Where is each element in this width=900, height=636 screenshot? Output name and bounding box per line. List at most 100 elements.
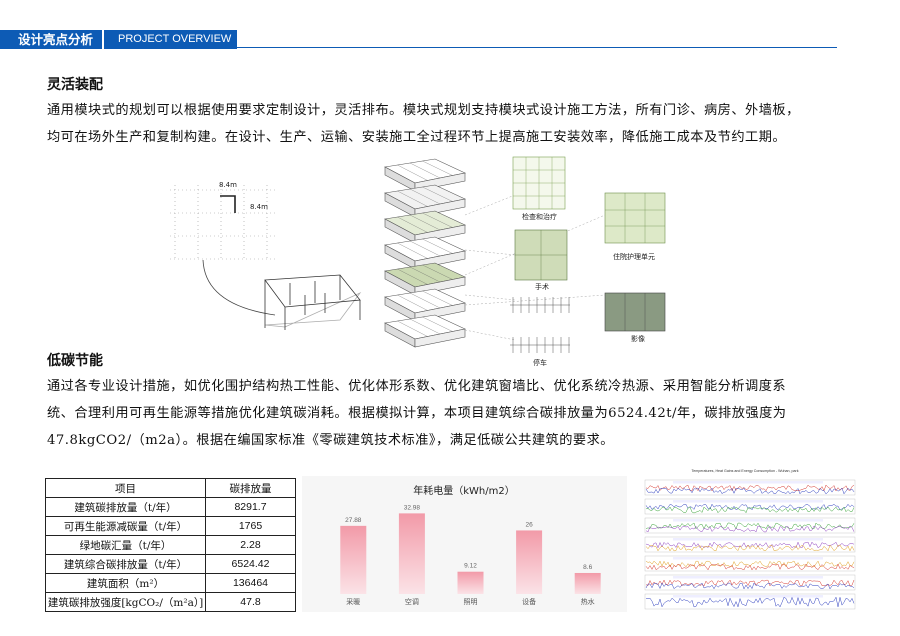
module-bracket (220, 195, 236, 213)
table-cell: 建筑碳排放强度[kgCO₂/（m²a）] (45, 592, 206, 612)
energy-panel (644, 555, 856, 572)
grid-plan (170, 185, 275, 260)
bar (516, 530, 543, 594)
energy-chart-title: Temperatures, Heat Gains and Energy Cons… (691, 469, 798, 473)
table-row: 建筑碳排放强度[kgCO₂/（m²a）]47.8 (45, 592, 296, 612)
label-imaging: 影像 (631, 334, 645, 343)
floor-side (414, 328, 466, 348)
category-label: 采暖 (346, 597, 360, 606)
header-title-cn: 设计亮点分析 (0, 30, 102, 49)
partition-line (409, 214, 441, 231)
paragraph-line: 通用模块式的规划可以根据使用要求定制设计，灵活排布。模块式规划支持模块式设计施工… (47, 103, 800, 118)
plan-exam-treatment: 检查和治疗 (512, 156, 566, 221)
energy-panel (644, 536, 856, 553)
table-cell: 1765 (205, 516, 296, 536)
energy-series-line (645, 544, 855, 552)
partition-line (422, 264, 453, 280)
dimension-vertical: 8.4m (250, 203, 268, 211)
energy-panel-legend (673, 576, 823, 579)
modular-assembly-figure: 8.4m 8.4m 检查和治疗 (170, 156, 666, 367)
carbon-emission-table: 项目 碳排放量 建筑碳排放量（t/年）8291.7 可再生能源减碳量（t/年）1… (45, 478, 296, 612)
energy-series-line (645, 582, 855, 590)
partition-line (409, 318, 441, 335)
category-label: 设备 (522, 597, 536, 606)
section-title-flexible-assembly: 灵活装配 (47, 77, 103, 93)
energy-panel-legend (673, 519, 823, 522)
partition-line (422, 186, 453, 202)
energy-simulation-chart: Temperatures, Heat Gains and Energy Cons… (633, 466, 857, 616)
plan-imaging: 影像 (604, 292, 666, 343)
plan-inpatient-ward: 住院护理单元 (604, 192, 666, 261)
bar (574, 572, 601, 594)
energy-panel-legend (673, 538, 823, 541)
table-cell: 6524.42 (205, 554, 296, 574)
label-exam-treatment: 检查和治疗 (522, 212, 557, 221)
table-row: 可再生能源减碳量（t/年）1765 (45, 516, 296, 536)
partition-line (397, 268, 428, 285)
partition-line (397, 320, 428, 337)
plan-surgery: 手术 (514, 229, 568, 291)
partition-line (397, 216, 428, 233)
energy-series-line (645, 560, 855, 568)
energy-series-line (645, 525, 855, 533)
page-header: 设计亮点分析 PROJECT OVERVIEW (0, 30, 837, 49)
table-header-row: 项目 碳排放量 (45, 478, 296, 498)
paragraph-line: 通过各专业设计措施，如优化围护结构热工性能、优化体形系数、优化建筑窗墙比、优化系… (47, 379, 787, 394)
plan-parking: 停车 (510, 297, 570, 367)
paragraph-line: 均可在场外生产和复制构建。在设计、生产、运输、安装施工全过程环节上提高施工安装效… (47, 130, 787, 145)
energy-panel-legend (673, 557, 823, 560)
energy-panel-legend (673, 481, 823, 484)
partition-line (397, 190, 428, 207)
header-rule (237, 47, 837, 48)
paragraph-line: 47.8kgCO2/（m2a）。根据在编国家标准《零碳建筑技术标准》，满足低碳公… (47, 433, 614, 448)
energy-series-line (645, 596, 855, 608)
section-paragraph-flexible-assembly: 通用模块式的规划可以根据使用要求定制设计，灵活排布。模块式规划支持模块式设计施工… (47, 97, 867, 151)
table-header-item: 项目 (45, 478, 206, 498)
energy-series-line (645, 563, 855, 571)
bar-value-label: 26 (525, 521, 533, 528)
paragraph-line: 统、合理利用可再生能源等措施优化建筑碳消耗。根据模拟计算，本项目建筑综合碳排放量… (47, 406, 787, 421)
section-title-low-carbon: 低碳节能 (47, 353, 103, 369)
dimension-horizontal: 8.4m (219, 181, 237, 189)
energy-series-line (645, 522, 855, 530)
partition-line (409, 292, 441, 309)
label-parking: 停车 (533, 358, 547, 367)
partition-line (422, 290, 453, 306)
energy-series-line (645, 487, 855, 495)
table-cell: 建筑面积（m²） (45, 573, 206, 593)
table-cell: 47.8 (205, 592, 296, 612)
table-cell: 建筑碳排放量（t/年） (45, 497, 206, 517)
table-row: 建筑综合碳排放量（t/年）6524.42 (45, 554, 296, 574)
table-header-value: 碳排放量 (205, 478, 296, 498)
bar-value-label: 32.98 (404, 504, 421, 511)
bar (340, 525, 367, 594)
partition-line (422, 212, 453, 228)
partition-line (409, 188, 441, 205)
category-label: 照明 (464, 598, 478, 606)
partition-line (397, 164, 428, 181)
partition-line (397, 294, 428, 311)
bar (398, 513, 425, 594)
energy-series-line (645, 503, 855, 511)
label-inpatient-ward: 住院护理单元 (613, 252, 655, 261)
partition-line (409, 162, 441, 179)
table-cell: 2.28 (205, 535, 296, 555)
partition-line (422, 238, 453, 254)
partition-line (409, 240, 441, 257)
exploded-floor-stack (384, 158, 466, 348)
partition-line (397, 242, 428, 259)
energy-series-line (645, 506, 855, 514)
table-cell: 136464 (205, 573, 296, 593)
energy-series-line (645, 579, 855, 587)
category-label: 空调 (405, 597, 419, 606)
energy-panel (644, 593, 856, 610)
energy-panel-legend (673, 595, 823, 598)
table-row: 建筑面积（m²）136464 (45, 573, 296, 593)
label-surgery: 手术 (535, 282, 549, 291)
bar-chart-svg: 年耗电量（kWh/m2） 27.88采暖32.98空调9.12照明26设备8.6… (340, 484, 601, 606)
bar-value-label: 8.6 (583, 564, 592, 571)
transition-arrow (202, 259, 276, 316)
partition-line (422, 316, 453, 332)
bar (457, 571, 484, 594)
